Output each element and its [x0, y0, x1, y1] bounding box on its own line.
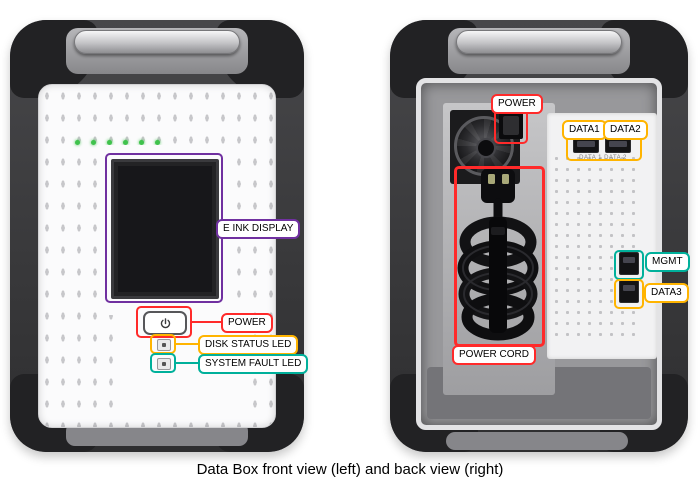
data2-label: DATA2: [603, 120, 648, 140]
fault-led-leader-line: [176, 362, 198, 364]
disk-status-led-label: DISK STATUS LED: [198, 335, 299, 355]
power-cord-outline: [454, 166, 545, 347]
green-led: [91, 140, 96, 145]
back-handle: [456, 30, 622, 54]
power-label-back: POWER: [491, 94, 543, 114]
power-cord-illustration: [457, 169, 539, 341]
mgmt-port-outline: [614, 250, 644, 280]
front-panel: [38, 84, 276, 428]
system-fault-led: [157, 358, 171, 370]
back-device: DATA 1 DATA 2: [390, 20, 688, 452]
data3-label: DATA3: [644, 283, 689, 303]
green-led: [75, 140, 80, 145]
data1-label: DATA1: [562, 120, 607, 140]
data3-port-outline: [614, 279, 644, 309]
figure-caption: Data Box front view (left) and back view…: [196, 461, 504, 478]
green-led: [139, 140, 144, 145]
vent-holes: [551, 153, 643, 343]
power-icon: [160, 317, 170, 328]
e-ink-display-label: E INK DISPLAY: [216, 219, 301, 239]
power-leader-line: [192, 321, 221, 323]
front-device-body: [10, 20, 304, 452]
green-led: [123, 140, 128, 145]
disk-status-led: [157, 339, 171, 351]
front-handle: [74, 30, 240, 54]
port-caption: DATA 1 DATA 2: [579, 155, 627, 161]
back-device-body: DATA 1 DATA 2: [390, 20, 688, 452]
power-label-front: POWER: [221, 313, 273, 333]
green-led: [155, 140, 160, 145]
front-device: [10, 20, 304, 452]
green-led: [107, 140, 112, 145]
power-inlet-socket: [503, 116, 519, 135]
e-ink-display-outline: [105, 153, 223, 303]
power-inlet[interactable]: [499, 112, 523, 139]
io-panel: DATA 1 DATA 2: [547, 113, 657, 359]
back-panel-opening: DATA 1 DATA 2: [416, 78, 662, 430]
power-cord-label: POWER CORD: [452, 345, 536, 365]
disk-led-leader-line: [176, 343, 198, 345]
mgmt-label: MGMT: [645, 252, 690, 272]
data1-port[interactable]: [573, 136, 599, 153]
system-fault-led-label: SYSTEM FAULT LED: [198, 354, 309, 374]
power-button-outline: [136, 306, 192, 338]
e-ink-screen: [118, 166, 212, 292]
disk-status-led-outline: [150, 334, 176, 354]
mgmt-port[interactable]: [619, 252, 639, 275]
back-bottom-cover: [446, 432, 628, 450]
e-ink-display: [111, 159, 219, 299]
system-fault-led-outline: [150, 353, 176, 373]
